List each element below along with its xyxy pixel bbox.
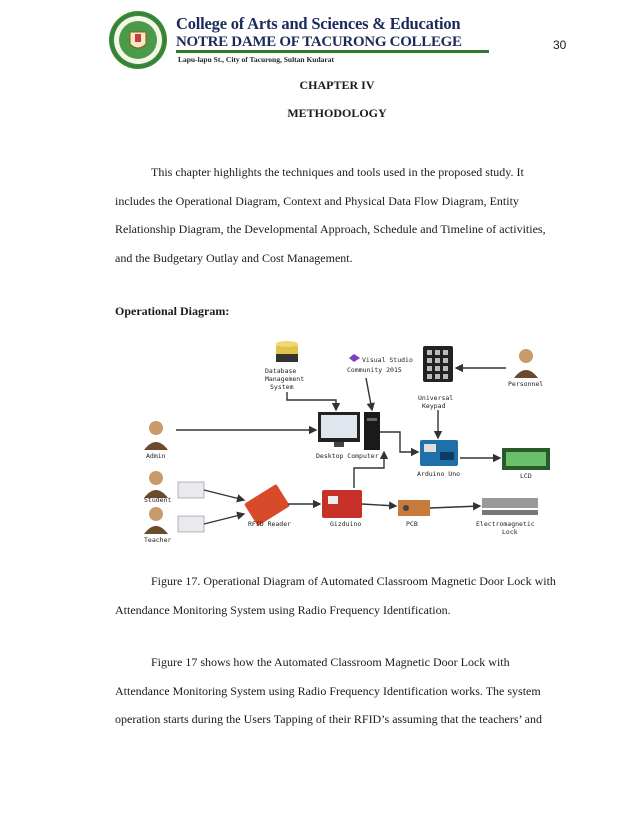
diagram-connectors — [176, 363, 506, 525]
visual-studio-label-2: Community 2015 — [347, 366, 402, 374]
college-header: College of Arts and Sciences & Education… — [108, 10, 528, 70]
keypad-label-1: Universal — [418, 394, 453, 402]
desktop-label: Desktop Computer — [316, 452, 379, 460]
figure-caption: Figure 17. Operational Diagram of Automa… — [115, 574, 556, 617]
keypad-label-2: Keypad — [422, 402, 446, 410]
section-heading: Operational Diagram: — [115, 304, 230, 318]
page-number: 30 — [553, 38, 567, 52]
visual-studio-label-1: Visual Studio — [362, 356, 413, 364]
rfid-reader-label: RFID Reader — [248, 520, 291, 528]
college-seal-logo — [109, 11, 167, 69]
arduino-label: Arduino Uno — [417, 470, 460, 478]
lcd-icon — [502, 448, 550, 470]
intro-paragraph: This chapter highlights the techniques a… — [115, 165, 546, 265]
student-rfid-card-icon — [177, 481, 205, 499]
gizduino-label: Gizduino — [330, 520, 361, 528]
electromagnetic-lock-icon — [482, 498, 538, 515]
chapter-title: METHODOLOGY — [287, 106, 387, 120]
lcd-label: LCD — [520, 472, 532, 480]
student-label: Student — [144, 496, 171, 504]
personnel-label: Personnel — [508, 380, 543, 388]
teacher-label: Teacher — [144, 536, 171, 544]
lock-label-2: Lock — [502, 528, 518, 536]
database-icon — [276, 341, 298, 362]
lock-label-1: Electromagnetic — [476, 520, 535, 528]
body-paragraph: Figure 17 shows how the Automated Classr… — [115, 655, 542, 726]
pcb-label: PCB — [406, 520, 418, 528]
database-label-1: Database — [265, 367, 296, 375]
rfid-reader-icon — [244, 484, 290, 526]
teacher-rfid-card-icon — [177, 515, 205, 533]
desktop-computer-icon — [318, 412, 380, 450]
database-label-3: System — [270, 383, 294, 391]
visual-studio-icon — [349, 354, 360, 362]
arduino-uno-icon — [420, 440, 458, 466]
database-label-2: Management — [265, 375, 304, 383]
pcb-icon — [398, 500, 430, 516]
chapter-number: CHAPTER IV — [299, 78, 375, 92]
gizduino-icon — [322, 490, 362, 518]
admin-icon — [144, 421, 168, 450]
institution-name: NOTRE DAME OF TACURONG COLLEGE — [176, 34, 462, 50]
college-name: College of Arts and Sciences & Education — [176, 14, 461, 33]
student-icon — [144, 471, 168, 498]
personnel-icon — [514, 349, 538, 378]
operational-diagram: Database Management System Visual Studio… — [144, 341, 550, 544]
admin-label: Admin — [146, 452, 166, 460]
keypad-icon — [423, 346, 453, 382]
header-divider — [176, 50, 489, 53]
teacher-icon — [144, 507, 168, 534]
college-address: Lapu-lapu St., City of Tacurong, Sultan … — [178, 55, 334, 64]
